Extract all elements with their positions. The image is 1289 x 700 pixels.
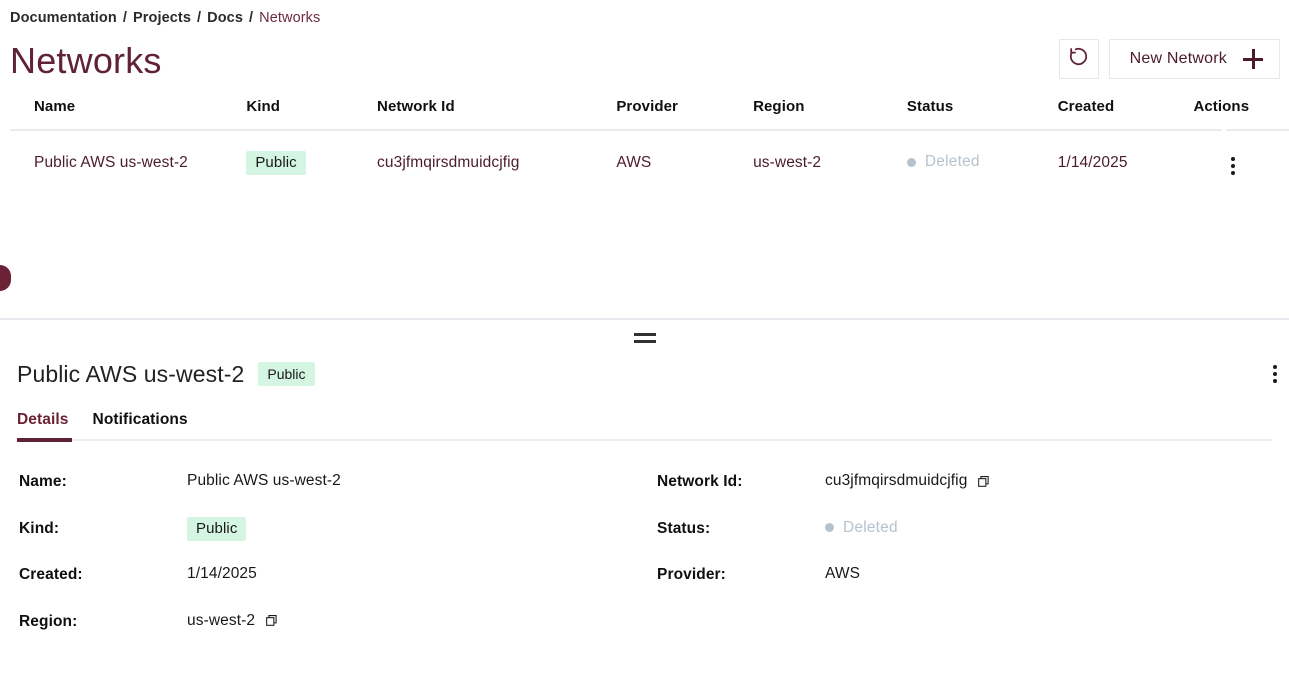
field-network-id: Network Id: cu3jfmqirsdmuidcjfig bbox=[657, 472, 1289, 519]
field-status: Status: Deleted bbox=[657, 519, 1289, 566]
detail-header: Public AWS us-west-2 Public bbox=[0, 356, 1289, 392]
detail-tabs: Details Notifications bbox=[0, 411, 1289, 439]
field-value-status: Deleted bbox=[825, 519, 898, 537]
cell-name[interactable]: Public AWS us-west-2 bbox=[34, 153, 188, 171]
field-label-provider: Provider: bbox=[657, 566, 726, 583]
field-label-created: Created: bbox=[19, 566, 83, 583]
breadcrumb: Documentation / Projects / Docs / Networ… bbox=[0, 0, 1289, 28]
field-label-status: Status: bbox=[657, 519, 711, 537]
field-value-region: us-west-2 bbox=[187, 612, 280, 630]
tabs-divider bbox=[17, 438, 1272, 442]
field-value-network-id: cu3jfmqirsdmuidcjfig bbox=[825, 472, 992, 490]
field-value-region-text: us-west-2 bbox=[187, 611, 256, 629]
status-badge: Deleted bbox=[906, 153, 980, 171]
status-dot-icon bbox=[906, 157, 916, 167]
cell-network-id: cu3jfmqirsdmuidcjfig bbox=[377, 153, 520, 171]
breadcrumb-item-projects[interactable]: Projects bbox=[132, 9, 192, 26]
plus-icon bbox=[1243, 49, 1263, 69]
table-row[interactable]: Public AWS us-west-2 Public cu3jfmqirsdm… bbox=[0, 131, 1289, 177]
cell-provider: AWS bbox=[616, 153, 652, 171]
cell-region: us-west-2 bbox=[753, 153, 822, 171]
page-title: Networks bbox=[10, 40, 162, 81]
cell-created: 1/14/2025 bbox=[1057, 153, 1128, 171]
row-actions-menu-icon[interactable] bbox=[1229, 155, 1237, 177]
active-tab-indicator bbox=[17, 438, 72, 442]
networks-table-container: Name Kind Network Id Provider Region Sta… bbox=[0, 90, 1289, 318]
field-label-network-id: Network Id: bbox=[657, 473, 743, 490]
field-value-name: Public AWS us-west-2 bbox=[187, 472, 341, 489]
breadcrumb-item-networks[interactable]: Networks bbox=[259, 9, 321, 26]
status-dot-icon bbox=[825, 523, 834, 532]
field-label-kind: Kind: bbox=[19, 519, 60, 537]
column-header-kind[interactable]: Kind bbox=[246, 98, 281, 115]
column-header-name[interactable]: Name bbox=[34, 98, 76, 115]
detail-fields-left-column: Name: Public AWS us-west-2 Kind: Public … bbox=[19, 472, 657, 658]
table-body: Public AWS us-west-2 Public cu3jfmqirsdm… bbox=[0, 131, 1289, 177]
column-header-actions: Actions bbox=[1193, 98, 1250, 115]
networks-table: Name Kind Network Id Provider Region Sta… bbox=[0, 90, 1289, 129]
kind-badge: Public bbox=[246, 150, 306, 175]
field-value-created: 1/14/2025 bbox=[187, 565, 257, 582]
refresh-button[interactable] bbox=[1058, 39, 1099, 79]
page-header: Networks New Network bbox=[0, 28, 1289, 90]
cell-status: Deleted bbox=[906, 131, 1058, 177]
column-header-status[interactable]: Status bbox=[906, 98, 954, 115]
breadcrumb-separator: / bbox=[122, 9, 127, 26]
field-kind: Kind: Public bbox=[19, 516, 657, 566]
field-value-network-id-text: cu3jfmqirsdmuidcjfig bbox=[825, 472, 968, 489]
panel-divider bbox=[0, 318, 1289, 320]
column-header-region[interactable]: Region bbox=[753, 98, 805, 115]
field-created: Created: 1/14/2025 bbox=[19, 565, 657, 612]
tab-details[interactable]: Details bbox=[17, 411, 69, 428]
kind-badge: Public bbox=[187, 516, 247, 541]
new-network-label: New Network bbox=[1129, 50, 1227, 67]
drag-handle-icon bbox=[633, 333, 656, 343]
detail-title: Public AWS us-west-2 bbox=[17, 360, 245, 387]
breadcrumb-separator: / bbox=[197, 9, 202, 26]
field-label-name: Name: bbox=[19, 473, 67, 490]
new-network-button[interactable]: New Network bbox=[1108, 39, 1280, 79]
field-name: Name: Public AWS us-west-2 bbox=[19, 472, 657, 519]
breadcrumb-separator: / bbox=[249, 9, 254, 26]
field-label-region: Region: bbox=[19, 612, 78, 630]
selected-row-indicator bbox=[0, 265, 11, 291]
table-head: Name Kind Network Id Provider Region Sta… bbox=[0, 90, 1289, 129]
column-header-provider[interactable]: Provider bbox=[616, 98, 678, 115]
copy-icon[interactable] bbox=[977, 474, 992, 489]
field-provider: Provider: AWS bbox=[657, 565, 1289, 612]
column-header-created[interactable]: Created bbox=[1057, 98, 1115, 115]
panel-resize-handle[interactable] bbox=[0, 320, 1289, 356]
cell-actions bbox=[1193, 131, 1289, 177]
field-value-kind: Public bbox=[187, 516, 247, 541]
table-header-divider bbox=[10, 129, 1289, 131]
field-value-provider: AWS bbox=[825, 565, 861, 582]
tab-notifications[interactable]: Notifications bbox=[92, 411, 188, 428]
status-label: Deleted bbox=[924, 153, 980, 171]
detail-fields: Name: Public AWS us-west-2 Kind: Public … bbox=[0, 441, 1289, 658]
cell-kind: Public bbox=[246, 131, 377, 177]
refresh-icon bbox=[1068, 46, 1090, 73]
copy-icon[interactable] bbox=[265, 613, 280, 628]
detail-kind-badge: Public bbox=[258, 362, 315, 386]
networks-table-body-wrap: Public AWS us-west-2 Public cu3jfmqirsdm… bbox=[0, 131, 1289, 177]
table-header-row: Name Kind Network Id Provider Region Sta… bbox=[0, 90, 1289, 129]
detail-fields-right-column: Network Id: cu3jfmqirsdmuidcjfig Status:… bbox=[657, 472, 1289, 658]
column-header-network-id[interactable]: Network Id bbox=[377, 98, 455, 115]
detail-actions-menu-icon[interactable] bbox=[1271, 363, 1279, 385]
field-region: Region: us-west-2 bbox=[19, 612, 657, 659]
breadcrumb-item-docs[interactable]: Docs bbox=[207, 9, 244, 26]
status-label: Deleted bbox=[843, 518, 898, 536]
status-badge: Deleted bbox=[825, 519, 898, 537]
breadcrumb-item-documentation[interactable]: Documentation bbox=[10, 9, 117, 26]
header-actions: New Network bbox=[1058, 39, 1280, 79]
